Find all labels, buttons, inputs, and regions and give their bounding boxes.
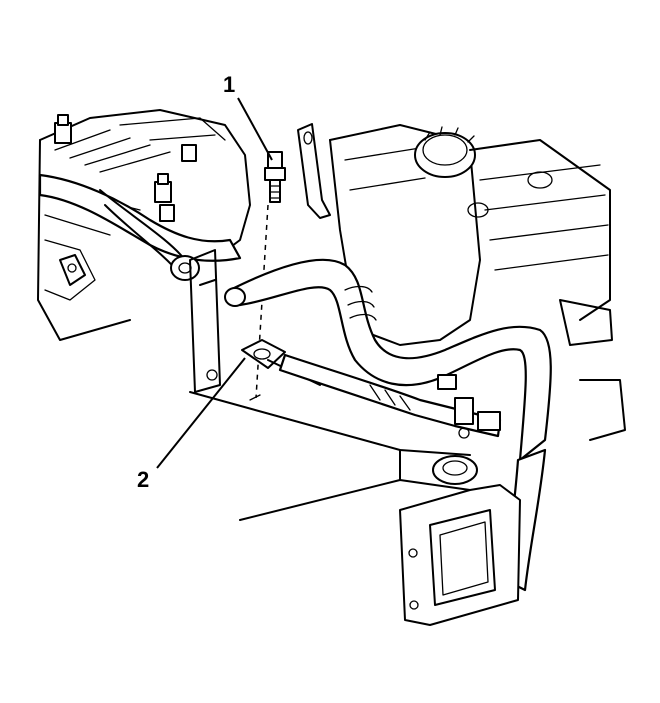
leader-line-2 (156, 357, 246, 469)
engine-block-right (467, 139, 626, 441)
callout-label-2: 2 (137, 467, 150, 492)
intake-manifold-left (37, 109, 251, 341)
installation-path (255, 204, 269, 399)
fuel-lines (38, 173, 242, 281)
sensor-part-1 (264, 151, 286, 203)
mounting-bracket (189, 249, 221, 393)
leader-line-1 (237, 97, 273, 161)
main-hose (224, 258, 552, 462)
retaining-clip-part-2 (241, 339, 321, 386)
callout-label-1: 1 (223, 72, 236, 97)
lower-bracket-plate (399, 455, 521, 626)
fuel-rail (278, 353, 502, 439)
lower-frame (189, 391, 471, 521)
engine-cover-center (297, 123, 481, 346)
